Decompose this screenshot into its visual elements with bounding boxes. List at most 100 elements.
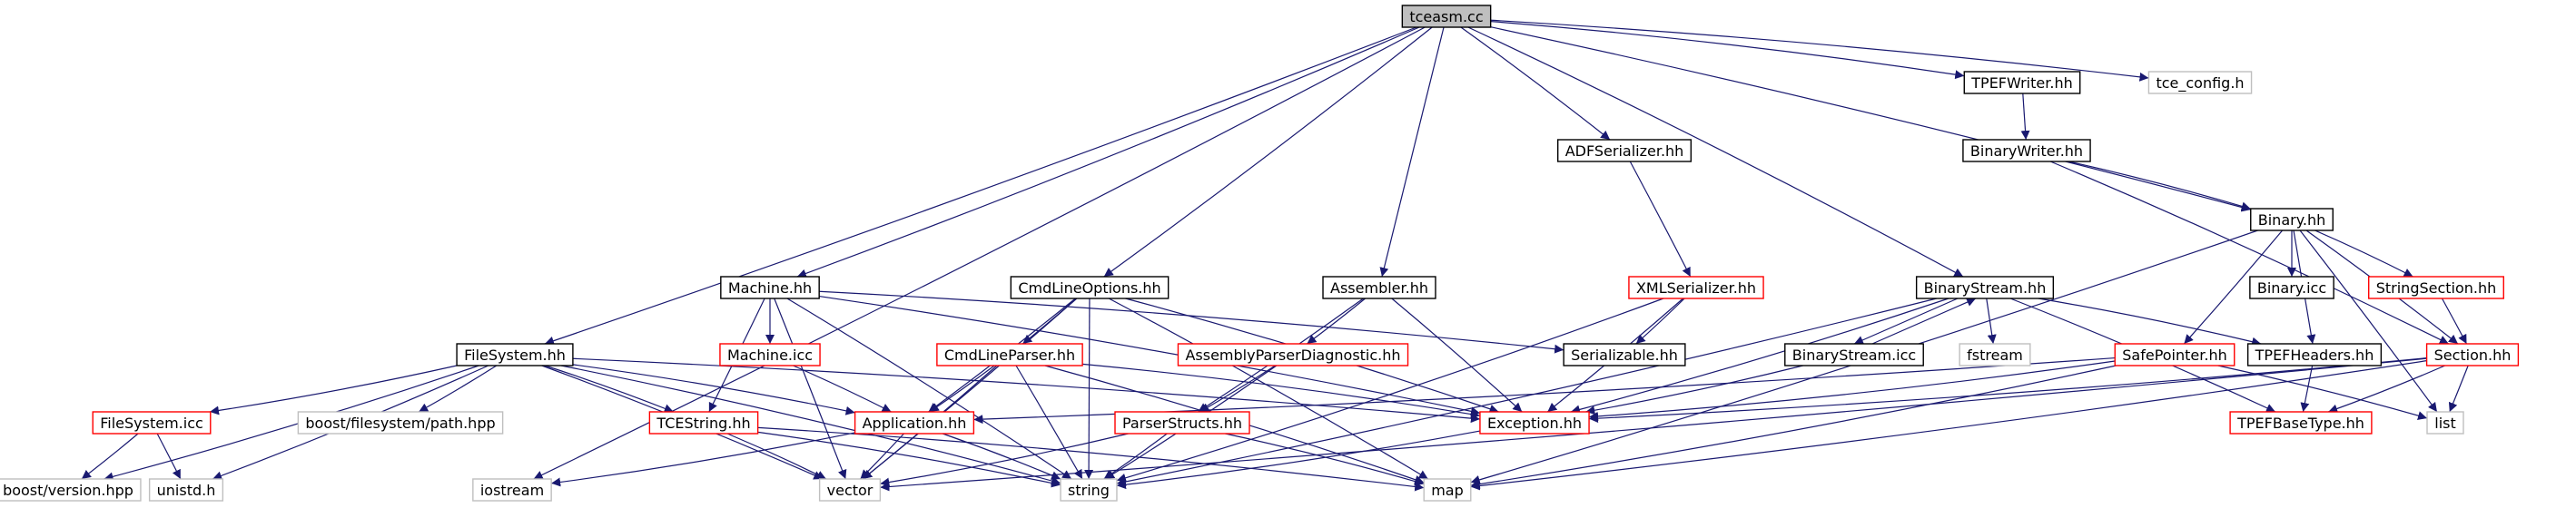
node-label: BinaryStream.icc xyxy=(1792,347,1916,364)
node-exception-hh[interactable]: Exception.hh xyxy=(1479,411,1590,435)
edge-safepointer-hh-to-map xyxy=(1470,365,2117,489)
edge-machine-hh-to-string xyxy=(786,298,1072,480)
node-safepointer-hh[interactable]: SafePointer.hh xyxy=(2114,343,2235,366)
node-box xyxy=(0,478,142,502)
node-label: StringSection.hh xyxy=(2376,279,2497,297)
edge-exception-hh-to-string xyxy=(1116,430,1481,490)
node-label: Exception.hh xyxy=(1487,415,1582,432)
edge-tceasm-to-tpefwriter-hh xyxy=(1490,21,1965,80)
node-binarystream-hh[interactable]: BinaryStream.hh xyxy=(1915,276,2055,299)
node-label: AssemblyParserDiagnostic.hh xyxy=(1185,347,1400,364)
node-assemblyparserdiag-hh[interactable]: AssemblyParserDiagnostic.hh xyxy=(1177,343,1409,366)
edge-binary-hh-to-list xyxy=(2299,230,2438,413)
node-boost-path[interactable]: boost/filesystem/path.hpp xyxy=(297,411,504,435)
node-tpefheaders-hh[interactable]: TPEFHeaders.hh xyxy=(2246,343,2383,366)
node-box xyxy=(1060,478,1118,502)
node-filesystem-icc[interactable]: FileSystem.icc xyxy=(92,411,212,435)
node-label: Machine.hh xyxy=(728,279,812,297)
edge-binarystream-icc-to-binarystream-hh xyxy=(1871,298,1977,345)
edge-tcestring-hh-to-map xyxy=(757,426,1425,492)
node-cmdlineoptions-hh[interactable]: CmdLineOptions.hh xyxy=(1010,276,1170,299)
node-box xyxy=(92,411,212,435)
edge-stringsection-hh-to-section-hh xyxy=(2441,298,2468,345)
node-adfserializer-hh[interactable]: ADFSerializer.hh xyxy=(1556,139,1693,162)
node-tpefbasetype-hh[interactable]: TPEFBaseType.hh xyxy=(2229,411,2373,435)
node-box xyxy=(720,276,820,299)
node-list[interactable]: list xyxy=(2426,411,2464,435)
edge-safepointer-hh-to-list xyxy=(2217,365,2428,421)
node-binarystream-icc[interactable]: BinaryStream.icc xyxy=(1784,343,1924,366)
node-parserstructs-hh[interactable]: ParserStructs.hh xyxy=(1114,411,1250,435)
node-box xyxy=(818,478,882,502)
node-binary-icc[interactable]: Binary.icc xyxy=(2249,276,2334,299)
edge-safepointer-hh-to-application-hh xyxy=(973,357,2116,425)
node-box xyxy=(1114,411,1250,435)
edge-tceasm-to-machine-hh xyxy=(796,26,1420,278)
node-box xyxy=(472,478,552,502)
node-box xyxy=(1963,71,2081,94)
node-label: TPEFWriter.hh xyxy=(1970,74,2072,92)
edge-assembler-hh-to-exception-hh xyxy=(1391,298,1523,413)
node-assembler-hh[interactable]: Assembler.hh xyxy=(1322,276,1436,299)
edge-section-hh-to-map xyxy=(1470,360,2427,491)
node-vector[interactable]: vector xyxy=(818,478,882,502)
node-box xyxy=(1563,343,1686,366)
node-machine-icc[interactable]: Machine.icc xyxy=(719,343,821,366)
node-cmdlineparser-hh[interactable]: CmdLineParser.hh xyxy=(936,343,1083,366)
edge-tceasm-to-iostream xyxy=(533,26,1426,480)
edge-machine-hh-to-exception-hh xyxy=(819,295,1481,416)
node-box xyxy=(297,411,504,435)
edge-machine-hh-to-serializable-hh xyxy=(819,290,1564,354)
node-fstream[interactable]: fstream xyxy=(1959,343,2031,366)
node-box xyxy=(1915,276,2055,299)
node-box xyxy=(2368,276,2504,299)
node-box xyxy=(1479,411,1590,435)
node-section-hh[interactable]: Section.hh xyxy=(2425,343,2520,366)
node-binary-hh[interactable]: Binary.hh xyxy=(2250,208,2334,231)
node-label: iostream xyxy=(480,482,544,499)
node-label: ADFSerializer.hh xyxy=(1565,142,1684,160)
node-string[interactable]: string xyxy=(1060,478,1118,502)
node-machine-hh[interactable]: Machine.hh xyxy=(720,276,820,299)
node-box xyxy=(2147,71,2253,94)
node-tce-config-h[interactable]: tce_config.h xyxy=(2147,71,2253,94)
node-serializable-hh[interactable]: Serializable.hh xyxy=(1563,343,1686,366)
node-label: FileSystem.hh xyxy=(464,347,566,364)
node-box xyxy=(936,343,1083,366)
node-map[interactable]: map xyxy=(1423,478,1472,502)
node-tceasm[interactable]: tceasm.cc xyxy=(1401,5,1492,28)
node-iostream[interactable]: iostream xyxy=(472,478,552,502)
edge-binarystream-hh-to-tpefheaders-hh xyxy=(2038,298,2262,347)
edge-tcestring-hh-to-vector xyxy=(726,433,827,480)
edge-tceasm-to-adfserializer-hh xyxy=(1460,26,1611,141)
node-application-hh[interactable]: Application.hh xyxy=(854,411,975,435)
edge-filesystem-hh-to-tcestring-hh xyxy=(545,365,674,413)
node-box xyxy=(1010,276,1170,299)
node-boost-version[interactable]: boost/version.hpp xyxy=(0,478,142,502)
edge-filesystem-hh-to-string xyxy=(560,365,1061,485)
node-box xyxy=(854,411,975,435)
edge-application-hh-to-vector xyxy=(860,433,904,480)
node-box xyxy=(1423,478,1472,502)
node-label: Assembler.hh xyxy=(1330,279,1428,297)
node-label: fstream xyxy=(1967,347,2023,364)
node-label: CmdLineOptions.hh xyxy=(1018,279,1160,297)
node-label: SafePointer.hh xyxy=(2122,347,2226,364)
edge-tceasm-to-assembler-hh xyxy=(1379,26,1445,278)
edge-adfserializer-hh-to-xmlserializer-hh xyxy=(1629,161,1692,278)
edge-tceasm-to-binarystream-hh xyxy=(1467,26,1964,278)
node-filesystem-hh[interactable]: FileSystem.hh xyxy=(456,343,574,366)
node-binarywriter-hh[interactable]: BinaryWriter.hh xyxy=(1962,139,2091,162)
node-tpefwriter-hh[interactable]: TPEFWriter.hh xyxy=(1963,71,2081,94)
node-xmlserializer-hh[interactable]: XMLSerializer.hh xyxy=(1628,276,1764,299)
edge-tceasm-to-tce-config-h xyxy=(1490,19,2149,82)
node-stringsection-hh[interactable]: StringSection.hh xyxy=(2368,276,2504,299)
node-label: TPEFHeaders.hh xyxy=(2255,347,2374,364)
node-unistd-h[interactable]: unistd.h xyxy=(148,478,224,502)
node-box xyxy=(456,343,574,366)
edge-machine-hh-to-vector xyxy=(774,298,847,480)
node-label: boost/filesystem/path.hpp xyxy=(305,415,495,432)
edge-parserstructs-hh-to-string xyxy=(1103,433,1168,480)
node-tcestring-hh[interactable]: TCEString.hh xyxy=(648,411,759,435)
